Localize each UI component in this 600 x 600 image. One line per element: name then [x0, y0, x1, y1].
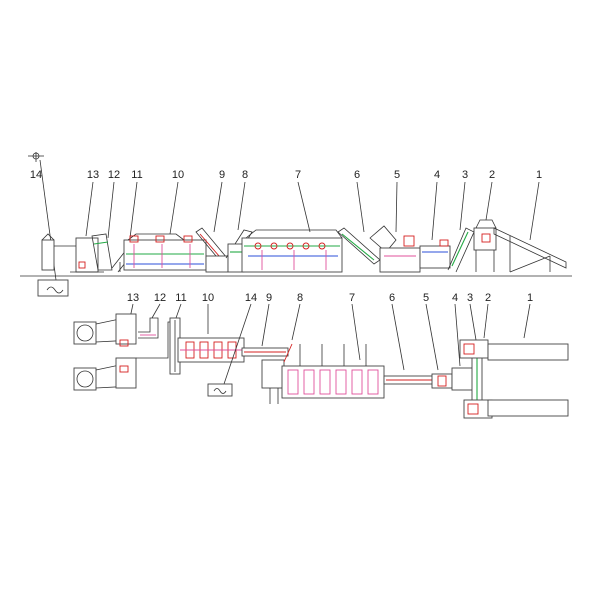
plan-label-8: 8: [297, 292, 303, 304]
plan-item-6-conveyor: [383, 303, 435, 385]
item-7-washing-tank: [241, 181, 343, 273]
item-1-belt-conveyor: [493, 181, 567, 273]
plan-item-8-friction-washer: [261, 303, 301, 404]
plan-label-14: 14: [245, 292, 257, 304]
plan-item-1-belt-conveyor: [487, 303, 569, 417]
elevation-labels: 14 13 12 11 10 9 8 7 6 5 4 3 2 1: [30, 169, 542, 181]
elev-label-4: 4: [434, 169, 440, 181]
elev-label-13: 13: [87, 169, 99, 181]
plan-label-5: 5: [423, 292, 429, 304]
item-13-silo: [41, 181, 104, 273]
plan-item-3-screw-conveyor: [469, 303, 483, 417]
item-10-dryer: [123, 181, 207, 271]
elev-label-14: 14: [30, 169, 42, 181]
elev-label-9: 9: [219, 169, 225, 181]
plan-label-10: 10: [202, 292, 214, 304]
elev-label-8: 8: [242, 169, 248, 181]
plan-item-7-washing-tank: [281, 303, 385, 399]
plan-item-13-silos: [73, 303, 137, 391]
item-4-tank: [419, 181, 451, 269]
plan-label-3: 3: [467, 292, 473, 304]
plan-item-5-crusher: [425, 303, 453, 389]
plan-label-12: 12: [154, 292, 166, 304]
elev-label-2: 2: [489, 169, 495, 181]
plan-labels: 13 12 11 10 14 9 8 7 6 5 4 3 2 1: [127, 292, 533, 304]
elev-label-1: 1: [536, 169, 542, 181]
elev-label-12: 12: [108, 169, 120, 181]
elev-label-6: 6: [354, 169, 360, 181]
elev-label-3: 3: [462, 169, 468, 181]
elev-label-11: 11: [131, 169, 142, 181]
plan-item-2-shredder: [459, 303, 493, 419]
item-2-shredder: [473, 181, 497, 272]
item-6-conveyor: [337, 181, 381, 265]
item-12-screw-loader: [91, 181, 115, 271]
plan-label-1: 1: [527, 292, 533, 304]
plan-label-13: 13: [127, 292, 139, 304]
elev-label-10: 10: [172, 169, 184, 181]
elev-label-7: 7: [295, 169, 301, 181]
plan-label-11: 11: [175, 292, 186, 304]
plan-label-2: 2: [485, 292, 491, 304]
plan-view: 13 12 11 10 14 9 8 7 6 5 4 3 2 1: [73, 292, 569, 419]
plan-label-7: 7: [349, 292, 355, 304]
plan-label-9: 9: [266, 292, 272, 304]
elevation-view: 14 13 12 11 10 9 8 7 6 5 4 3 2 1: [20, 152, 572, 297]
item-3-screw-conveyor: [447, 181, 475, 273]
plan-item-9-incline-screw: [241, 303, 289, 357]
plan-item-14-control-cabinet: [207, 303, 252, 397]
plan-label-6: 6: [389, 292, 395, 304]
item-5-crusher: [369, 181, 421, 273]
plan-label-4: 4: [452, 292, 458, 304]
elev-label-5: 5: [394, 169, 400, 181]
